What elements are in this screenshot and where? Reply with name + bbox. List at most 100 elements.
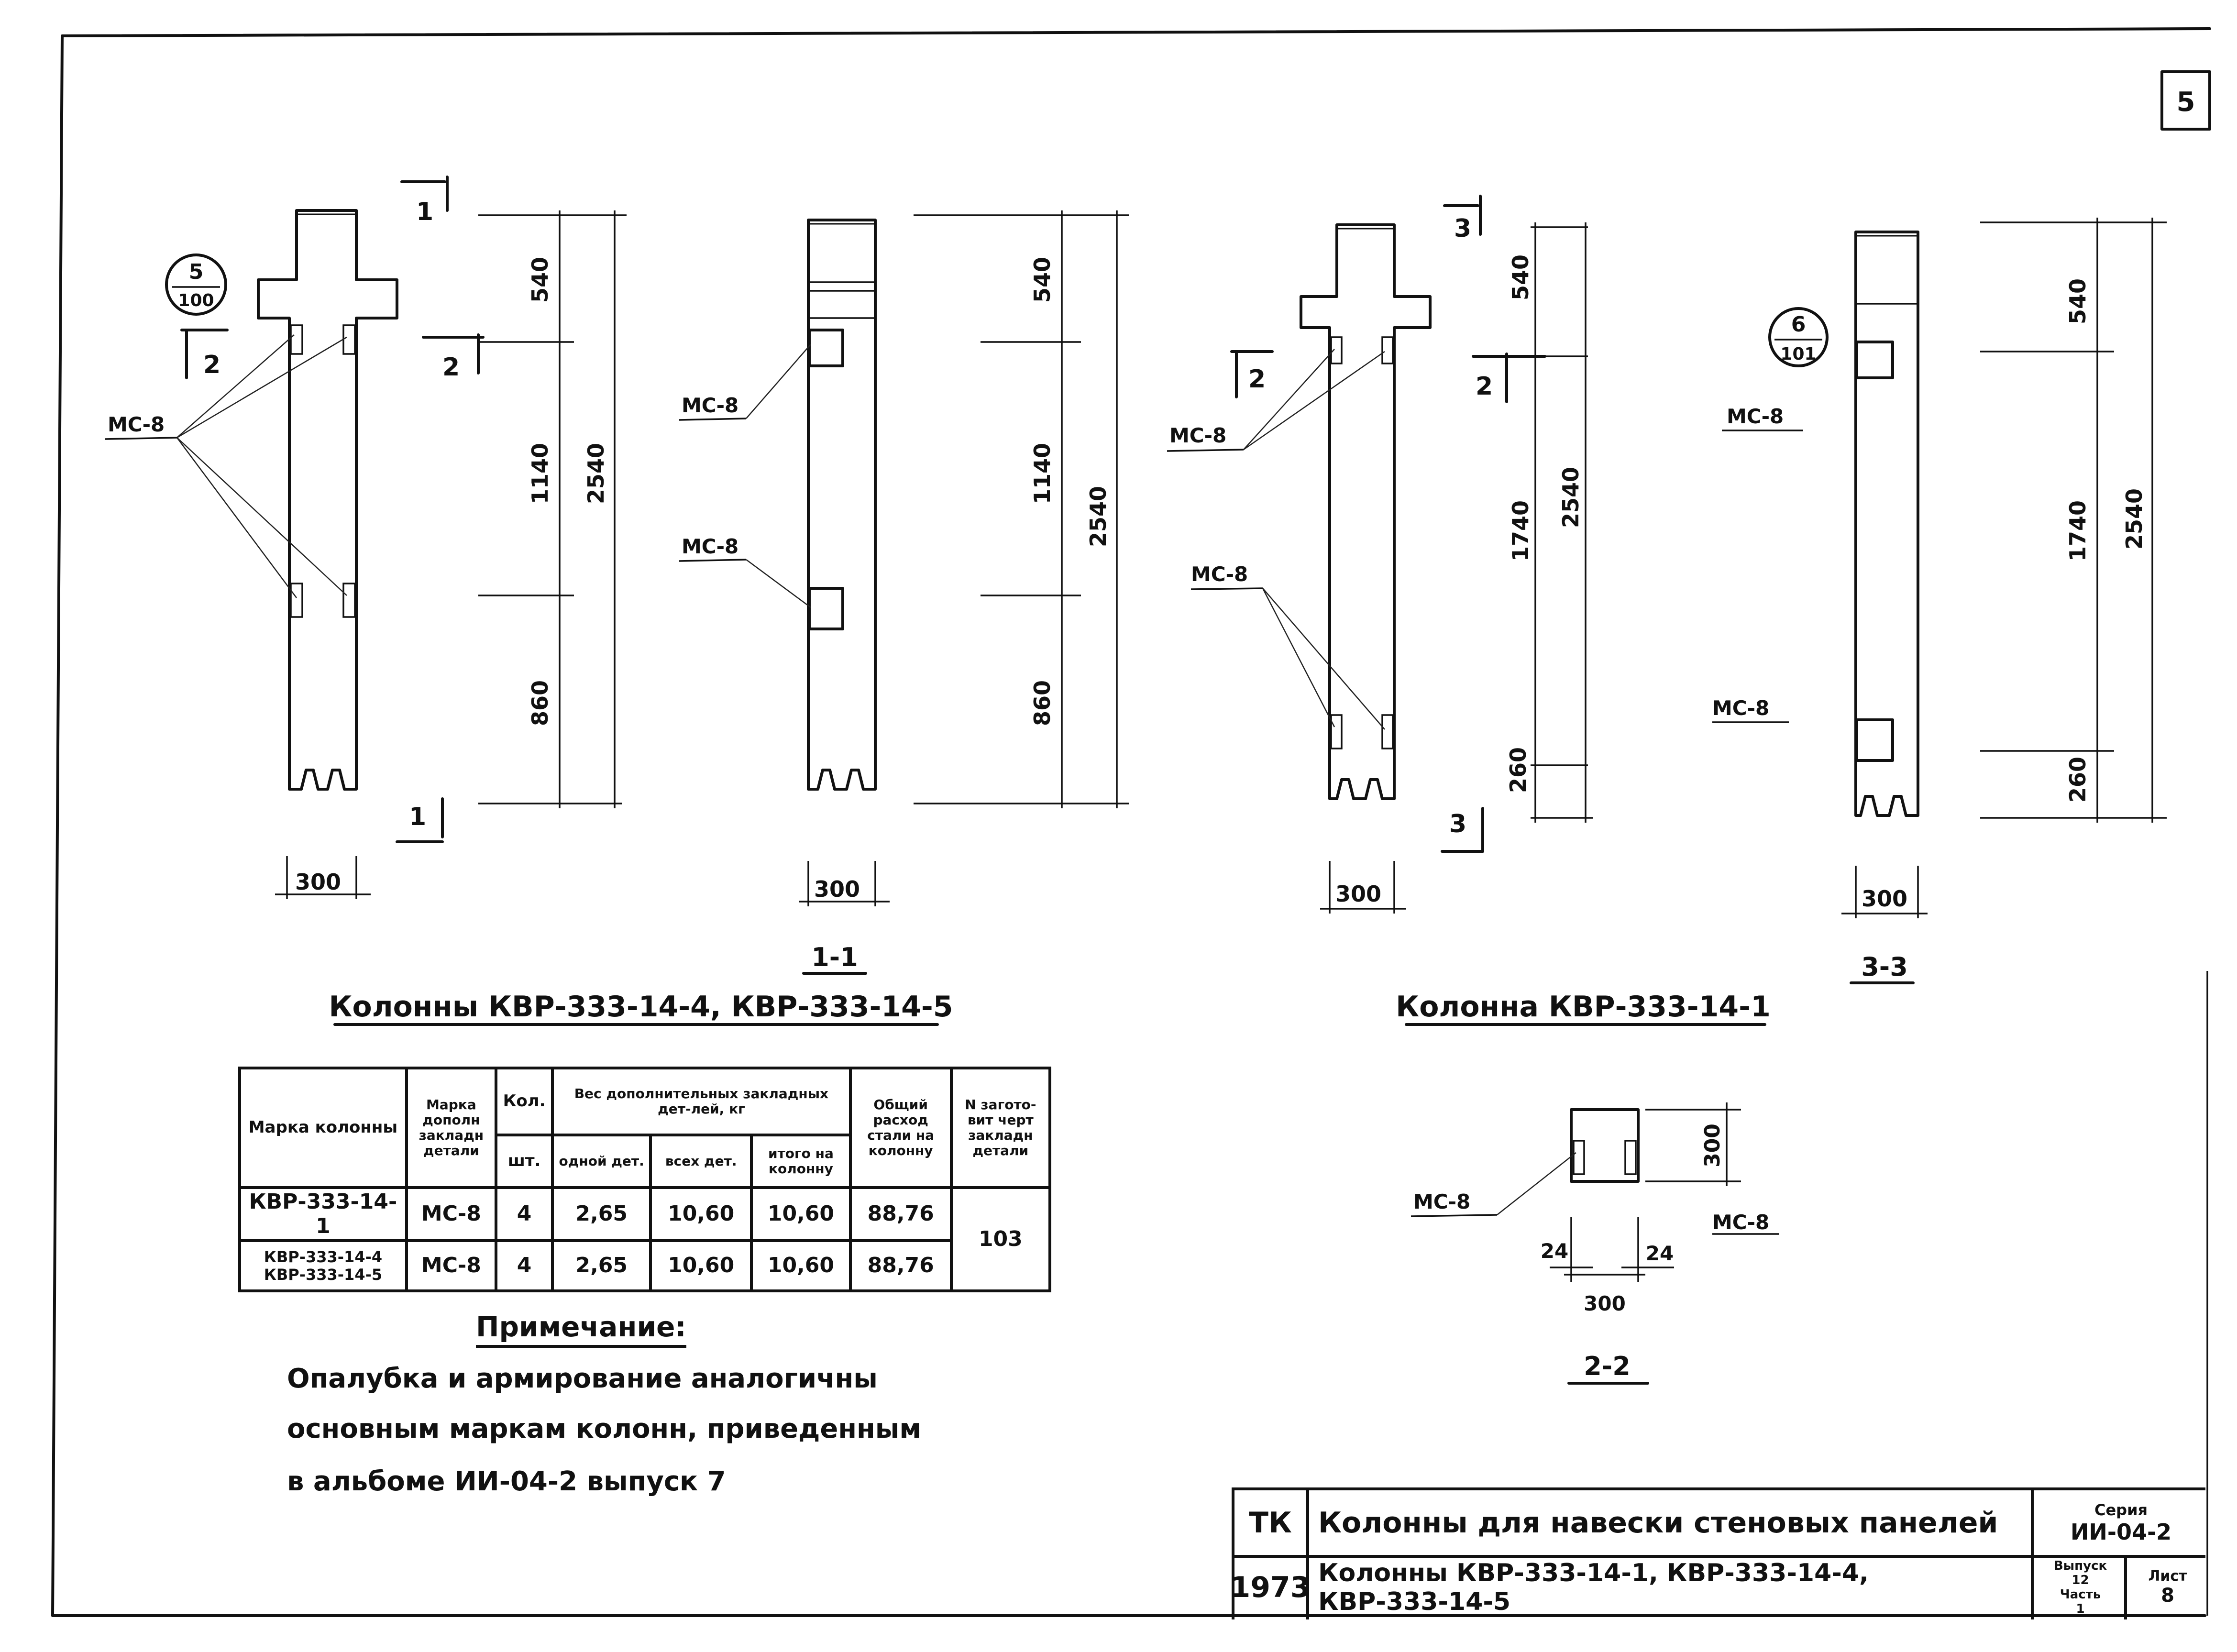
dim-860: 860 [1029,680,1055,726]
mc8-label: МС-8 [1727,405,1784,428]
callout-number: 5 [189,260,204,284]
section-title-3-3: 3-3 [1861,952,1908,982]
section-callout-circle [1768,307,1829,367]
dim-300: 300 [1335,881,1381,907]
column-b-outline [1300,223,1432,800]
part-value: 1 [2076,1601,2085,1616]
cell-w-total: 10,60 [750,1239,852,1293]
mc8-label: МС-8 [1169,424,1226,447]
cell-mark: КВР-333-14-1 [238,1186,408,1243]
dim-24: 24 [1646,1242,1674,1265]
callout-number: 6 [1791,312,1806,337]
column-a-outline [257,209,398,791]
corner-stamp-box [2160,70,2211,131]
section-title-1-1: 1-1 [811,942,858,972]
dim-1740: 1740 [2065,500,2091,562]
section-mark-2: 2 [442,353,460,382]
section-mark-3: 3 [1454,214,1471,243]
embedded-plate [1381,336,1394,364]
column-b-side-outline [1854,231,1919,817]
callout-sheet: 101 [1780,344,1816,364]
cell-w-all: 10,60 [649,1239,753,1293]
col-head-qty-unit: шт. [494,1134,554,1189]
dim-540: 540 [527,257,553,303]
title-block-series: Серия ИИ-04-2 [2031,1490,2208,1555]
embedded-plate-mc8 [808,587,844,630]
embedded-plate [1330,336,1343,364]
embedded-plate-mc8 [1855,718,1894,762]
embedded-plate-mc8 [808,329,844,367]
col-head-part: Марка дополн закладн детали [405,1067,497,1189]
note-line: основным маркам колонн, приведенным [287,1413,922,1444]
issue-value: 12 [2072,1573,2089,1587]
embedded-plate [1573,1140,1585,1175]
col-head-w-all: всех дет. [649,1134,753,1189]
cell-steel: 88,76 [849,1186,953,1243]
callout-sheet: 100 [178,291,214,310]
part-label: Часть [2060,1587,2101,1602]
dim-300: 300 [1862,886,1907,912]
sheet-value: 8 [2161,1585,2174,1607]
embedded-plate [1624,1140,1637,1175]
issue-label: Выпуск [2053,1558,2107,1573]
section-mark-1: 1 [416,198,433,226]
table-row: КВР-333-14-4 КВР-333-14-5 МС-8 4 2,65 10… [238,1239,1050,1293]
dim-540: 540 [1508,254,1533,300]
mc8-label: МС-8 [1712,1211,1769,1234]
view-a-side-section-1-1: МС-8 МС-8 540 1140 860 2540 300 1-1 [679,210,1129,975]
dim-300: 300 [814,876,860,902]
series-label: Серия [2094,1500,2148,1519]
section-mark-3: 3 [1449,810,1466,838]
title-block-issue: Выпуск 12 Часть 1 [2031,1555,2127,1619]
cell-part: МС-8 [405,1239,497,1293]
note-title: Примечание: [476,1311,686,1348]
cell-w-total: 10,60 [750,1186,852,1243]
col-head-mark: Марка колонны [238,1067,408,1189]
title-block-sheet: Лист 8 [2124,1555,2208,1619]
col-head-steel: Общий расход стали на колонну [849,1067,953,1189]
col-head-drawing: N загото-вит черт закладн детали [949,1067,1052,1189]
cell-qty: 4 [494,1239,554,1293]
embedded-plate [290,583,303,618]
dim-1140: 1140 [1029,443,1055,504]
col-head-weight: Вес дополнительных закладных дет-лей, кг [551,1067,852,1136]
title-block-row-1: ТК Колонны для навески стеновых панелей … [1234,1490,2205,1558]
dim-540: 540 [2065,278,2091,324]
mc8-label: МС-8 [108,413,165,436]
title-block-row-2: 1973 Колонны КВР-333-14-1, КВР-333-14-4,… [1231,1555,2208,1619]
section-title-2-2: 2-2 [1584,1351,1631,1381]
embedded-plate [342,324,356,355]
dim-300: 300 [1584,1292,1626,1315]
mc8-label: МС-8 [682,535,738,558]
view-b-side-section-3-3: 6 101 МС-8 МС-8 540 1740 260 2540 300 3-… [1712,218,2167,984]
column-a-side-outline [807,219,877,791]
dim-2540: 2540 [583,443,609,504]
title-block-title-1: Колонны для навески стеновых панелей [1318,1506,1998,1540]
mc8-label: МС-8 [1413,1190,1470,1213]
cell-steel: 88,76 [849,1239,953,1293]
dim-2540: 2540 [1558,467,1584,528]
view-b-column-elevation: МС-8 МС-8 3 2 2 3 540 1740 260 2540 300 … [1167,195,1771,1026]
section-2-2: МС-8 МС-8 300 300 24 24 2-2 [1411,1102,1779,1385]
title-block-org: ТК [1234,1490,1309,1555]
embedded-plate [290,324,303,355]
mc8-label: МС-8 [1712,696,1769,720]
dim-260: 260 [2065,757,2091,803]
dim-300: 300 [295,869,341,895]
sheet-label: Лист [2148,1568,2187,1585]
dim-260: 260 [1505,747,1531,793]
cell-w-one: 2,65 [551,1239,652,1293]
section-mark-2: 2 [1248,365,1266,394]
cell-drawing-no: 103 [949,1186,1052,1293]
cell-qty: 4 [494,1186,554,1243]
title-block-title-2: Колонны КВР-333-14-1, КВР-333-14-4, КВР-… [1318,1558,1869,1616]
dim-2540: 2540 [2121,488,2147,550]
dim-2540: 2540 [1085,486,1111,547]
title-block-year: 1973 [1231,1555,1311,1619]
dim-1140: 1140 [527,443,553,504]
col-head-w-one: одной дет. [551,1134,652,1189]
series-value: ИИ-04-2 [2070,1519,2172,1545]
embedded-plate [1330,714,1343,749]
embedded-plate [342,583,356,618]
